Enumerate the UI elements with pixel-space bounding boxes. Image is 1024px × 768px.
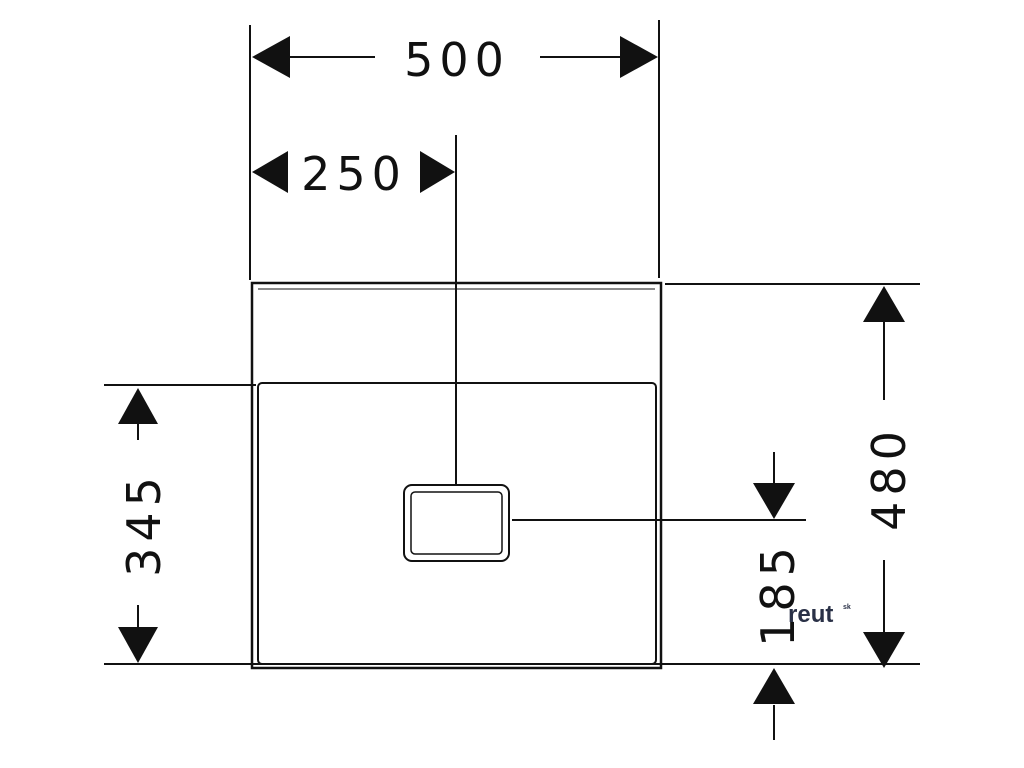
- dimension-width-total: 500: [252, 33, 658, 87]
- arrow-right-250: [420, 151, 455, 193]
- logo-text: reut: [788, 601, 833, 628]
- dimension-front-height: 345: [117, 388, 171, 663]
- drain-inner: [410, 491, 503, 555]
- label-250: 250: [301, 147, 407, 201]
- arrow-left-500: [252, 36, 290, 78]
- arrow-up-185: [753, 668, 795, 704]
- arrow-down-480: [863, 632, 905, 668]
- arrow-left-250: [252, 151, 288, 193]
- dimension-half-width: 250: [252, 147, 455, 201]
- arrow-up-480: [863, 286, 905, 322]
- label-185: 185: [751, 541, 805, 647]
- label-345: 345: [117, 471, 171, 577]
- arrow-up-345: [118, 388, 158, 424]
- logo-superscript: sk: [843, 604, 851, 611]
- arrow-down-185: [753, 483, 795, 519]
- logo-watermark: reut sk: [788, 601, 851, 628]
- arrow-down-345: [118, 627, 158, 663]
- drain-outer: [403, 484, 510, 562]
- extension-lines: [104, 20, 920, 665]
- dimension-height-total: 480: [862, 286, 916, 668]
- label-480: 480: [862, 425, 916, 531]
- arrow-right-500: [620, 36, 658, 78]
- dimension-drain-height: 185: [751, 452, 805, 740]
- label-500: 500: [404, 33, 510, 87]
